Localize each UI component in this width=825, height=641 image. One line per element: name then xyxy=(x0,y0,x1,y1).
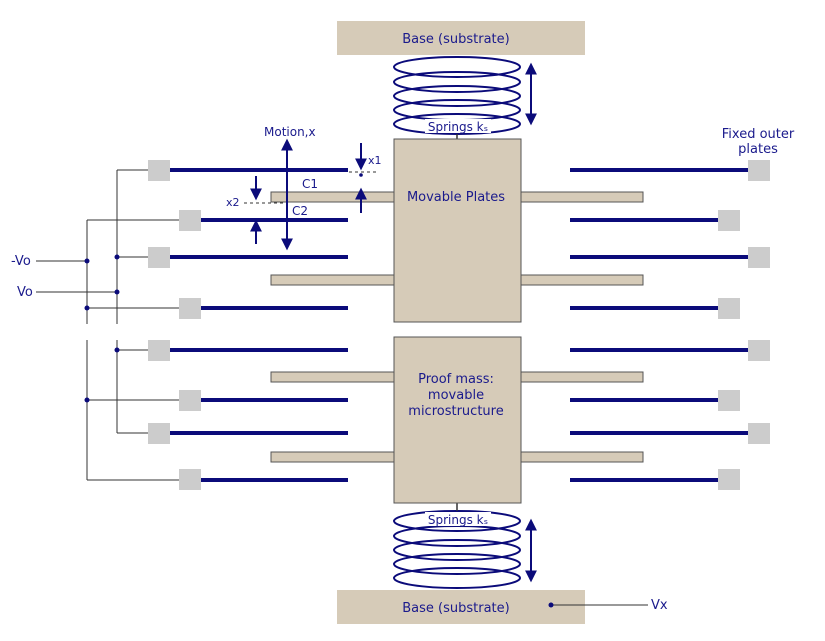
x1-label: x1 xyxy=(368,154,382,167)
springs-top-label: Springs kₛ xyxy=(428,120,488,134)
right-fixed-plates xyxy=(570,168,748,482)
c1-label: C1 xyxy=(302,177,318,191)
base-substrate-top-label: Base (substrate) xyxy=(402,32,509,47)
left-fixed-plates xyxy=(170,168,348,482)
proof-mass-label-1: Proof mass: xyxy=(418,372,494,387)
x2-label: x2 xyxy=(226,196,240,209)
fixed-outer-plates-label-2: plates xyxy=(738,142,778,157)
base-substrate-top xyxy=(337,21,585,55)
proof-mass-label-2: movable xyxy=(428,388,484,403)
wire-junctions xyxy=(84,254,554,608)
c2-label: C2 xyxy=(292,204,308,218)
movable-plates-block xyxy=(393,138,522,323)
springs-bottom xyxy=(393,510,521,589)
x1-dot xyxy=(359,173,363,177)
vx-label: Vx xyxy=(651,598,668,613)
wiring xyxy=(36,169,648,606)
movable-plates-label: Movable Plates xyxy=(407,190,505,205)
base-substrate-bottom xyxy=(337,590,585,624)
proof-mass-label-3: microstructure xyxy=(408,404,503,419)
base-substrate-bottom-label: Base (substrate) xyxy=(402,601,509,616)
right-plate-pads xyxy=(718,160,770,490)
left-plate-pads xyxy=(148,160,201,490)
proof-mass-block xyxy=(393,336,522,504)
fixed-outer-plates-label-1: Fixed outer xyxy=(722,127,795,142)
springs-bottom-label: Springs kₛ xyxy=(428,513,488,527)
neg-vo-label: -Vo xyxy=(11,254,31,269)
vo-label: Vo xyxy=(17,285,33,300)
motion-label: Motion,x xyxy=(264,125,316,139)
